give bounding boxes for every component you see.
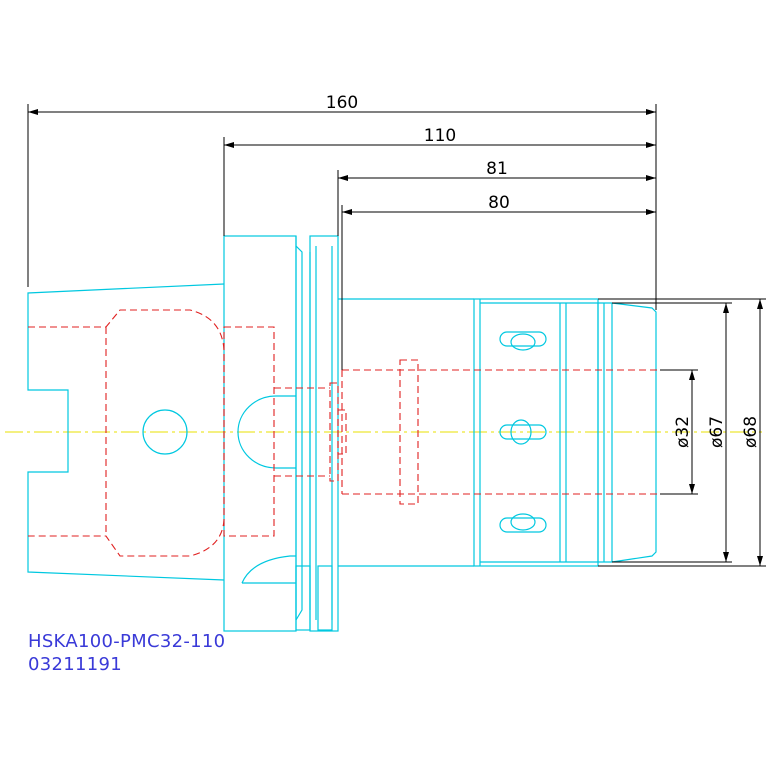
tool-outline xyxy=(27,235,657,632)
dim-160-text: 160 xyxy=(326,93,358,113)
hidden-lines xyxy=(28,309,660,557)
part-code-label: 03211191 xyxy=(28,654,123,675)
dim-dia32-text: ø32 xyxy=(673,416,693,448)
dim-dia68-text: ø68 xyxy=(741,416,761,448)
dim-80-text: 80 xyxy=(488,193,510,213)
dim-110-text: 110 xyxy=(424,126,456,146)
dimension-arrows xyxy=(28,109,763,566)
dimension-lines xyxy=(27,104,766,567)
dim-dia67-text: ø67 xyxy=(707,416,727,448)
dim-81-text: 81 xyxy=(486,159,508,179)
part-number-label: HSKA100-PMC32-110 xyxy=(28,631,226,652)
